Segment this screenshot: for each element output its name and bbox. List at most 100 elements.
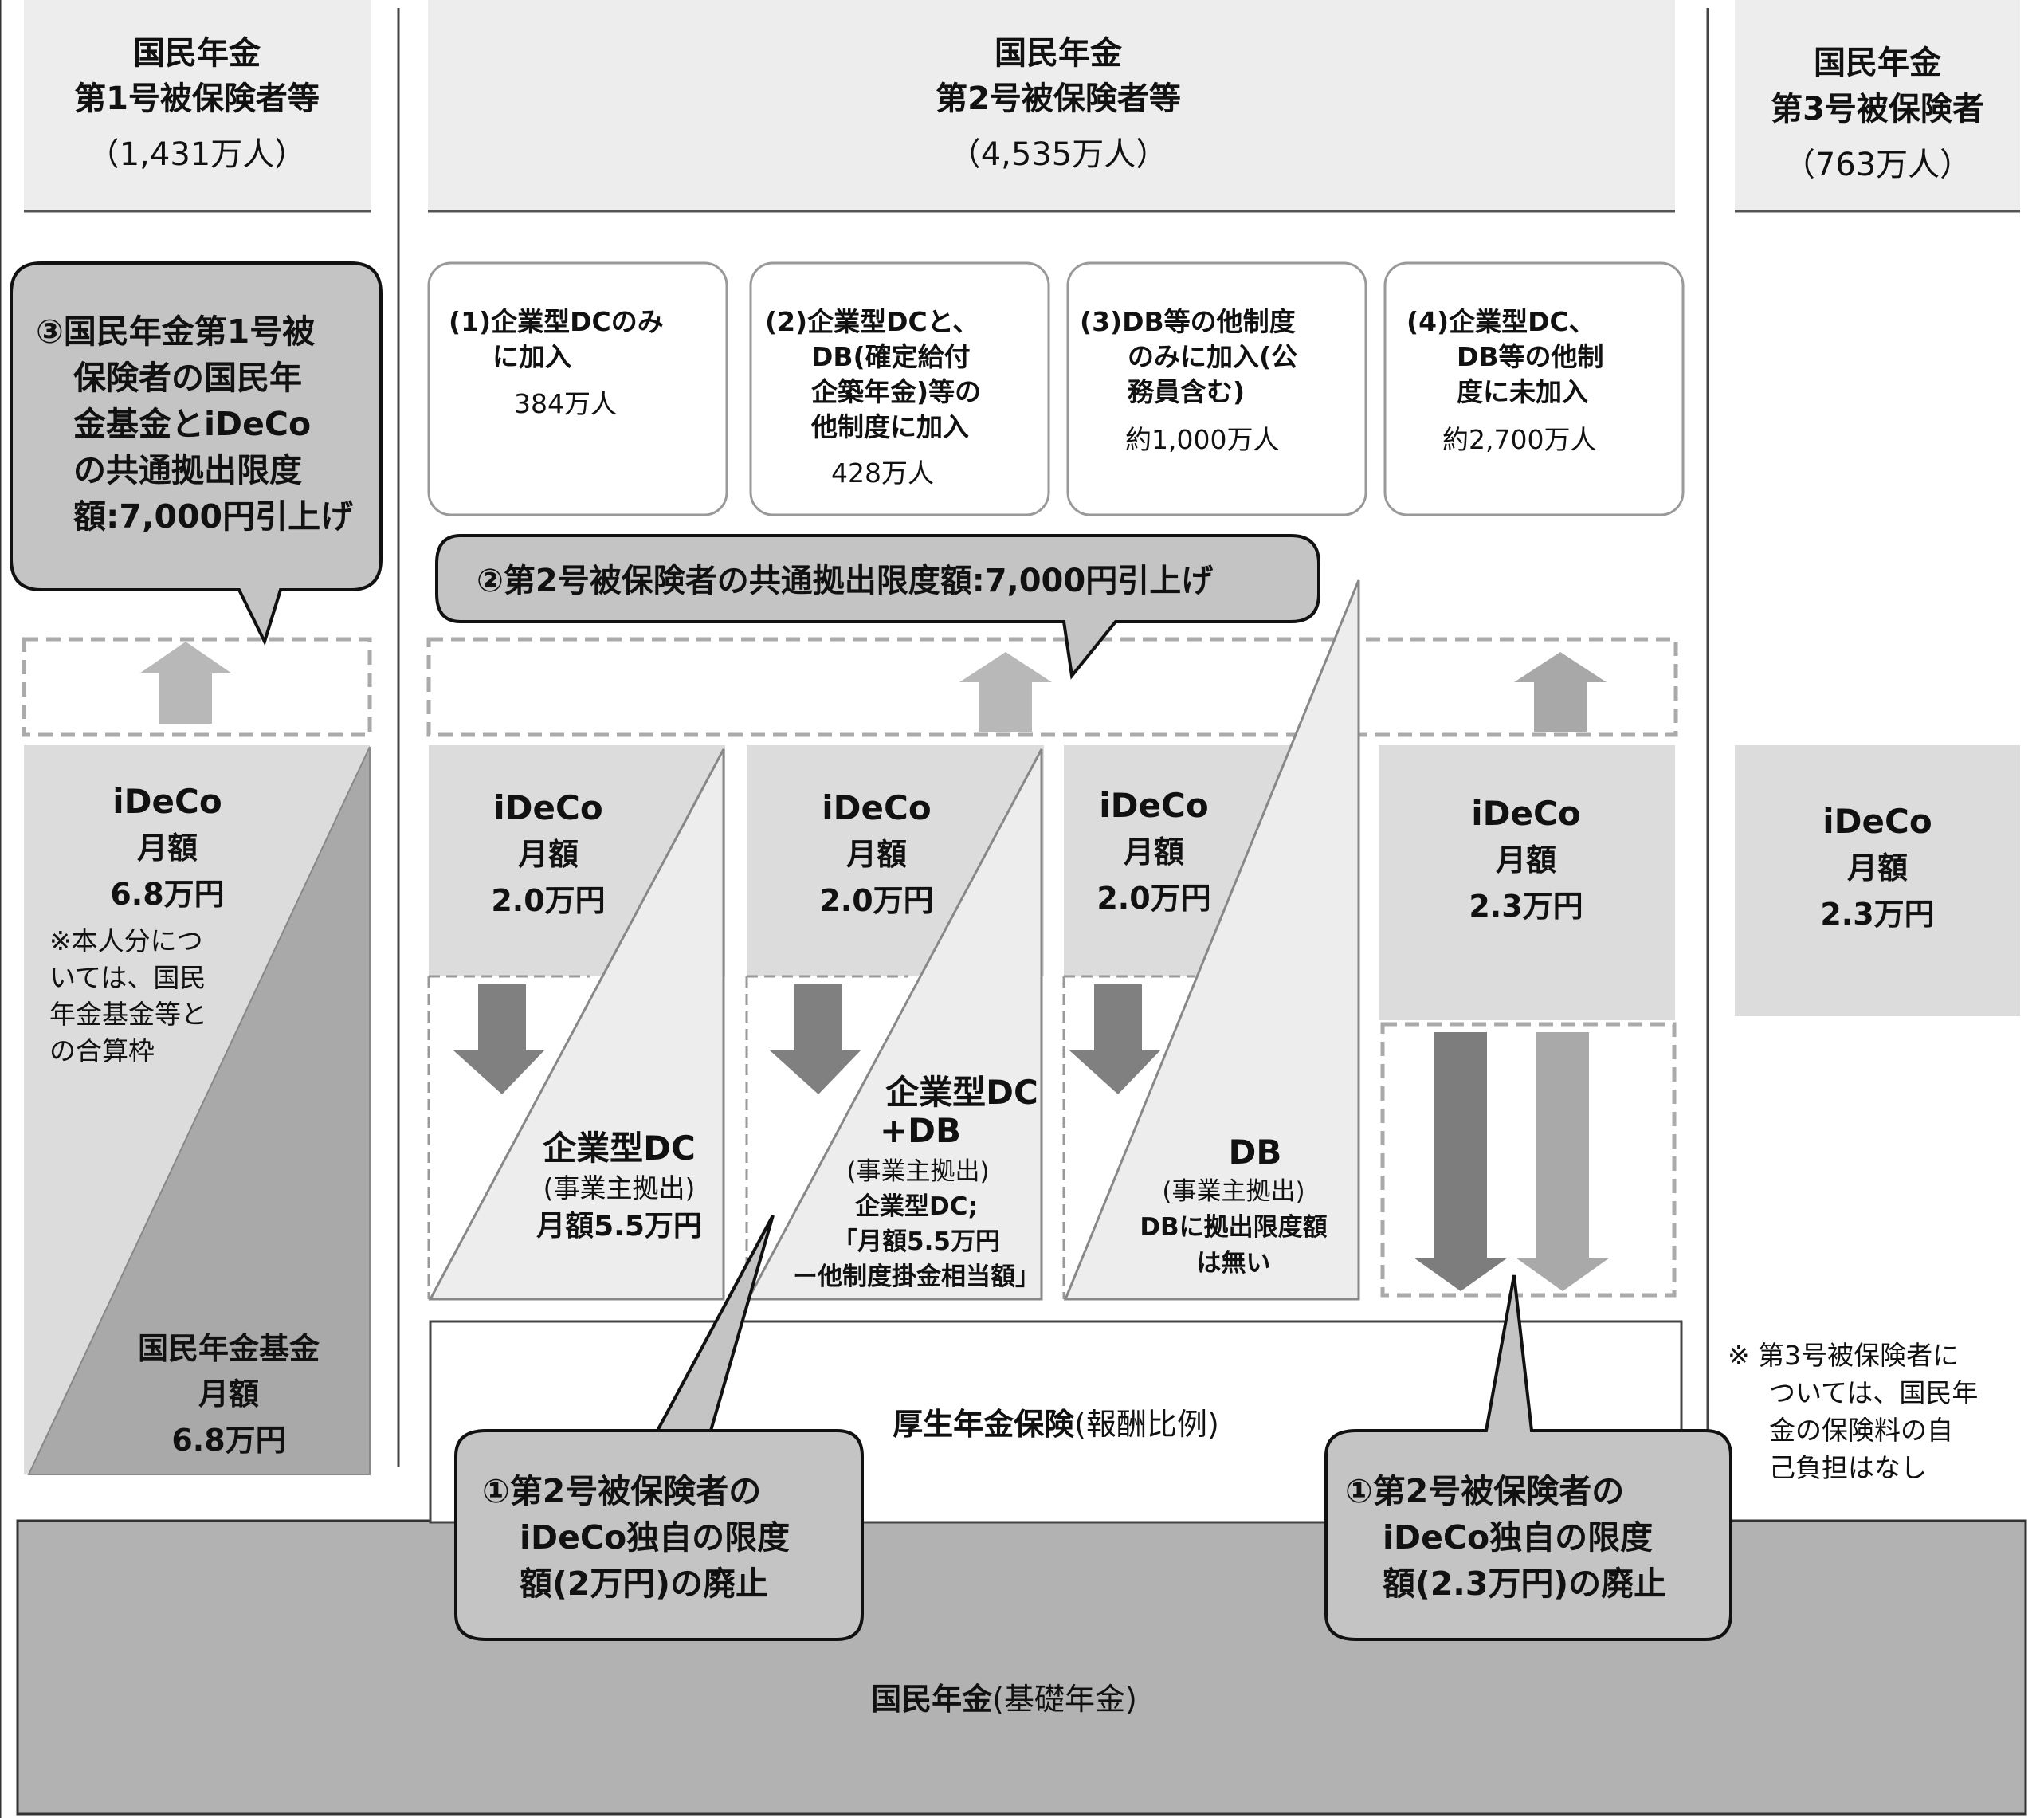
category-4-count: 約2,700万人 [1442,424,1596,455]
svg-text:※ 第3号被保険者に: ※ 第3号被保険者に [1728,1340,1959,1371]
svg-text:保険者の国民年: 保険者の国民年 [73,359,302,397]
svg-text:※本人分につ: ※本人分につ [49,925,203,956]
svg-text:①第2号被保険者の: ①第2号被保険者の [1345,1472,1624,1510]
category-box-3: (3)DB等の他制度 のみに加入(公 務員含む) 約1,000万人 [1066,261,1367,516]
svg-text:DB(確定給付: DB(確定給付 [811,341,971,372]
ideco-col2-title: iDeCo [822,788,931,827]
svg-text:度に未加入: 度に未加入 [1457,376,1588,407]
ideco-group1-title: iDeCo [112,782,222,821]
header-group3-count: （763万人） [1783,147,1971,183]
svg-text:企業型DC;: 企業型DC; [855,1192,978,1221]
col2-ideco-dcdb: iDeCo 月額 2.0万円 企業型DC +DB (事業主拠出) 企業型DC; … [745,745,1044,1301]
svg-text:月額: 月額 [518,837,579,872]
employer-col1-title: 企業型DC [543,1129,696,1168]
down-arrow-icon [770,984,861,1094]
down-arrow-icon [1414,1032,1508,1291]
header-group1-title1: 国民年金 [133,35,261,72]
svg-text:額(2万円)の廃止: 額(2万円)の廃止 [520,1565,768,1603]
svg-text:「月額5.5万円: 「月額5.5万円 [833,1227,1000,1256]
employer-col1-amount: 月額5.5万円 [536,1210,702,1243]
kosei-label: 厚生年金保険 [893,1407,1075,1442]
header-group2-count: （4,535万人） [949,136,1168,173]
header-group2-title1: 国民年金 [995,35,1123,72]
ideco-col4-amount: 2.3万円 [1469,889,1583,924]
svg-text:の合算枠: の合算枠 [49,1035,155,1066]
svg-text:月額: 月額 [198,1376,259,1412]
svg-text:務員含む): 務員含む) [1128,376,1245,407]
category-2-count: 428万人 [831,457,934,489]
up-arrow-icon [1514,652,1607,732]
svg-text:①第2号被保険者の: ①第2号被保険者の [482,1472,761,1510]
header-group2: 国民年金 第2号被保険者等 （4,535万人） [428,0,1675,213]
ideco-group3-title: iDeCo [1822,802,1932,841]
svg-text:己負担はなし: 己負担はなし [1769,1452,1927,1483]
up-arrow-icon [139,642,232,724]
group1-column: iDeCo 月額 6.8万円 ※本人分につ いては、国民 年金基金等と の合算枠… [24,745,371,1475]
svg-text:DBに拠出限度額: DBに拠出限度額 [1140,1213,1327,1242]
svg-text:月額: 月額 [137,830,198,866]
svg-text:iDeCo独自の限度: iDeCo独自の限度 [520,1518,790,1557]
kosei-sub: (報酬比例) [1074,1407,1219,1442]
svg-text:月額: 月額 [846,837,907,872]
down-arrow-icon [1069,984,1160,1094]
svg-text:(2)企業型DCと、: (2)企業型DCと、 [765,306,979,337]
svg-text:(3)DB等の他制度: (3)DB等の他制度 [1080,306,1296,337]
ideco-group1-amount: 6.8万円 [110,877,224,912]
callout-3: ③国民年金第1号被 保険者の国民年 金基金とiDeCo の共通拠出限度 額:7,… [10,261,383,646]
category-3-count: 約1,000万人 [1125,424,1279,455]
ideco-col1-title: iDeCo [493,788,602,827]
header-group3-title1: 国民年金 [1814,45,1942,81]
svg-text:企築年金)等の: 企築年金)等の [811,376,981,407]
increase-zone-group2 [426,637,1678,737]
col3-ideco-db: iDeCo 月額 2.0万円 DB (事業主拠出) DBに拠出限度額 は無い [1062,579,1360,1301]
svg-text:の共通拠出限度: の共通拠出限度 [73,451,302,489]
callout-1b: ①第2号被保険者の iDeCo独自の限度 額(2.3万円)の廃止 [1324,1274,1732,1641]
svg-text:金基金とiDeCo: 金基金とiDeCo [73,405,311,443]
svg-text:月額: 月額 [1496,842,1556,878]
svg-text:額(2.3万円)の廃止: 額(2.3万円)の廃止 [1383,1565,1666,1603]
up-arrow-icon [959,652,1052,732]
header-group1-count: （1,431万人） [88,136,307,173]
header-group3-title2: 第3号被保険者 [1771,91,1984,128]
callout-2-text: ②第2号被保険者の共通拠出限度額:7,000円引上げ [477,563,1213,599]
svg-text:ー他制度掛金相当額」: ー他制度掛金相当額」 [793,1262,1040,1291]
employer-col3-title: DB [1229,1133,1282,1172]
svg-text:額:7,000円引上げ: 額:7,000円引上げ [73,497,353,536]
svg-text:月額: 月額 [1124,834,1184,870]
svg-text:国民年金(基礎年金): 国民年金(基礎年金) [871,1682,1137,1717]
svg-text:月額: 月額 [1847,850,1908,885]
svg-text:年金基金等と: 年金基金等と [49,999,207,1030]
header-group1: 国民年金 第1号被保険者等 （1,431万人） [24,0,371,213]
group3-column: iDeCo 月額 2.3万円 ※ 第3号被保険者に ついては、国民年 金の保険料… [1728,745,2020,1483]
col4-ideco-only: iDeCo 月額 2.3万円 [1379,745,1677,1298]
svg-text:厚生年金保険(報酬比例): 厚生年金保険(報酬比例) [893,1407,1219,1442]
header-group3: 国民年金 第3号被保険者 （763万人） [1735,0,2020,213]
employer-col2-title1: 企業型DC [885,1073,1038,1112]
kokumin-label: 国民年金 [871,1682,993,1717]
ideco-col1-amount: 2.0万円 [491,883,605,918]
ideco-col2-amount: 2.0万円 [819,883,933,918]
employer-col2-title2: +DB [880,1111,961,1150]
ideco-col3-title: iDeCo [1099,786,1208,825]
svg-text:(事業主拠出): (事業主拠出) [1162,1177,1304,1206]
category-box-1: (1)企業型DCのみ に加入 384万人 [427,261,728,516]
svg-text:のみに加入(公: のみに加入(公 [1128,341,1297,372]
ideco-col4-title: iDeCo [1471,794,1580,833]
kokumin-sub: (基礎年金) [992,1682,1137,1717]
svg-text:ついては、国民年: ついては、国民年 [1769,1377,1978,1408]
svg-text:いては、国民: いては、国民 [49,962,206,993]
callout-2: ②第2号被保険者の共通拠出限度額:7,000円引上げ [435,534,1320,680]
header-group1-title2: 第1号被保険者等 [74,80,320,117]
svg-text:金の保険料の自: 金の保険料の自 [1769,1415,1953,1446]
col1-ideco-dc: iDeCo 月額 2.0万円 企業型DC (事業主拠出) 月額5.5万円 [427,745,725,1301]
header-group2-title2: 第2号被保険者等 [936,80,1181,117]
svg-text:(事業主拠出): (事業主拠出) [543,1172,696,1203]
svg-text:は無い: は無い [1197,1249,1271,1278]
ideco-group3-amount: 2.3万円 [1820,897,1934,932]
increase-zone-group1 [22,637,372,737]
category-box-2: (2)企業型DCと、 DB(確定給付 企築年金)等の 他制度に加入 428万人 [749,261,1050,516]
category-1-count: 384万人 [514,388,617,419]
fund-title: 国民年金基金 [138,1331,320,1366]
down-arrow-icon [1516,1032,1610,1291]
